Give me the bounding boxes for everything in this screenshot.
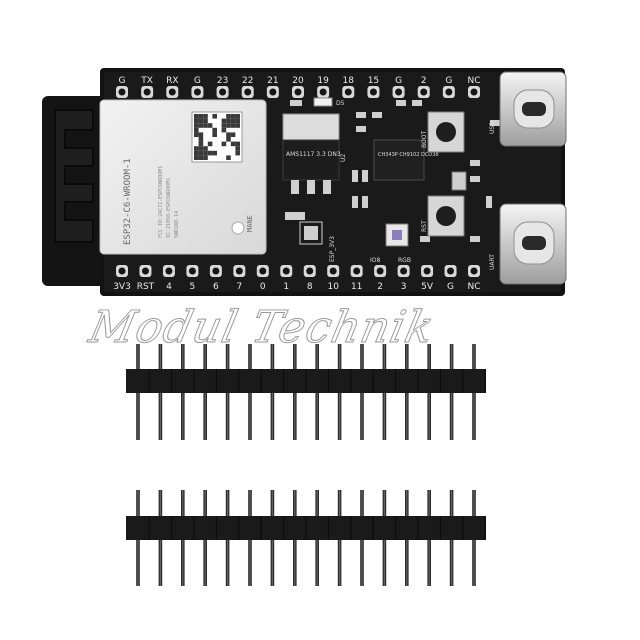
top-pin-hole xyxy=(369,88,377,96)
bottom-pin-label: RST xyxy=(137,282,155,292)
top-pin-hole xyxy=(470,88,478,96)
uart-chip-label: CH343P CH9102 DCD38 xyxy=(378,152,439,158)
u2-label: U2 xyxy=(340,154,347,162)
bottom-pin-hole xyxy=(165,267,173,275)
boot-label: BOOT xyxy=(421,131,428,148)
module-line-1: FCC ID:2AC7Z-ESPC6WROOM1 xyxy=(158,166,164,238)
top-pin-hole xyxy=(395,88,403,96)
bottom-pin-label: 11 xyxy=(351,282,362,292)
bottom-pin-hole xyxy=(400,267,408,275)
top-pin-label: 15 xyxy=(368,76,379,86)
top-pin-hole xyxy=(294,88,302,96)
usb-uart-chip: CH343P CH9102 DCD38 xyxy=(373,139,439,181)
top-pin-label: TX xyxy=(140,76,153,86)
bottom-pin-hole xyxy=(235,267,243,275)
reset-button: RST xyxy=(421,195,465,237)
bottom-pin-label: 2 xyxy=(377,282,383,292)
top-pin-hole xyxy=(118,88,126,96)
rgb-led: RGB IO8 xyxy=(370,223,411,264)
top-pin-row: G TX RX G 23 22 21 20 19 18 15 G 2 G NC xyxy=(116,76,481,98)
top-pin-label: 21 xyxy=(267,76,278,86)
bottom-pin-hole xyxy=(423,267,431,275)
bottom-pin-hole xyxy=(118,267,126,275)
bottom-pin-hole xyxy=(306,267,314,275)
module-line-3: SWR1N8-14 xyxy=(174,211,180,238)
bottom-pin-label: 1 xyxy=(283,282,289,292)
bottom-pin-hole xyxy=(188,267,196,275)
bottom-pin-label: 8 xyxy=(307,282,313,292)
bottom-pin-label: 4 xyxy=(166,282,172,292)
bottom-pin-label: NC xyxy=(467,282,480,292)
bottom-pin-hole xyxy=(259,267,267,275)
module-line-2: IC:21098-ESPC6WROOM1 xyxy=(166,178,172,238)
pin-header-strip-1 xyxy=(126,344,486,440)
module-brand-label: MANE xyxy=(246,215,254,232)
top-pin-hole xyxy=(269,88,277,96)
bottom-pin-label: 3 xyxy=(401,282,407,292)
top-pin-hole xyxy=(143,88,151,96)
esp-3v3-label: ESP_3V3 xyxy=(329,236,336,262)
top-pin-hole xyxy=(168,88,176,96)
top-pin-label: G xyxy=(395,76,402,86)
usb-c-connector-bottom: UART xyxy=(489,203,567,285)
top-pin-hole xyxy=(319,88,327,96)
pin-header-strip-2 xyxy=(126,490,486,586)
io8-label: IO8 xyxy=(370,257,380,264)
top-pin-label: 23 xyxy=(217,76,228,86)
top-pin-label: G xyxy=(445,76,452,86)
top-pin-label: NC xyxy=(467,76,480,86)
usb-label: USB xyxy=(489,122,496,134)
bottom-pin-hole xyxy=(212,267,220,275)
regulator-label: AMS1117 3.3 DN3 xyxy=(286,151,341,158)
voltage-regulator: AMS1117 3.3 DN3 U2 xyxy=(282,113,347,194)
bottom-pin-label: 10 xyxy=(327,282,339,292)
top-pin-hole xyxy=(344,88,352,96)
bottom-pin-hole xyxy=(376,267,384,275)
watermark-text: Modul Technik xyxy=(84,302,439,352)
esp-3v3-jumper: ESP_3V3 xyxy=(299,221,336,262)
rgb-label: RGB xyxy=(398,257,411,264)
esp32-module: ESP32-C6-WROOM-1 MANE FCC ID:2AC7Z-ESPC6… xyxy=(99,99,267,255)
uart-label: UART xyxy=(489,254,496,270)
top-pin-label: 20 xyxy=(292,76,304,86)
top-pin-label: G xyxy=(119,76,126,86)
bottom-pin-row: 3V3 RST 4 5 6 7 0 1 8 10 11 2 3 5V G NC xyxy=(113,265,481,292)
top-pin-label: 18 xyxy=(343,76,355,86)
qr-code xyxy=(194,114,240,160)
bottom-pin-label: G xyxy=(447,282,454,292)
top-pin-label: 19 xyxy=(317,76,329,86)
top-pin-label: G xyxy=(194,76,201,86)
top-pin-hole xyxy=(420,88,428,96)
bottom-pin-hole xyxy=(329,267,337,275)
bottom-pin-hole xyxy=(447,267,455,275)
bottom-pin-hole xyxy=(470,267,478,275)
bottom-pin-label: 5V xyxy=(421,282,434,292)
bottom-pin-label: 7 xyxy=(236,282,242,292)
top-pin-label: RX xyxy=(166,76,178,86)
top-pin-label: 22 xyxy=(242,76,253,86)
bottom-pin-label: 5 xyxy=(190,282,196,292)
top-pin-label: 2 xyxy=(421,76,427,86)
module-name-label: ESP32-C6-WROOM-1 xyxy=(123,158,133,245)
top-pin-hole xyxy=(193,88,201,96)
d5-label: D5 xyxy=(336,100,345,107)
boot-button: BOOT xyxy=(421,111,465,153)
antenna-area xyxy=(42,96,108,286)
top-pin-hole xyxy=(244,88,252,96)
top-pin-hole xyxy=(445,88,453,96)
smd-components: D5 xyxy=(285,97,500,242)
top-pin-hole xyxy=(219,88,227,96)
usb-c-connector-top: USB xyxy=(489,71,567,147)
bottom-pin-label: 3V3 xyxy=(113,282,131,292)
bottom-pin-hole xyxy=(353,267,361,275)
bottom-pin-label: 6 xyxy=(213,282,219,292)
bottom-pin-hole xyxy=(141,267,149,275)
bottom-pin-hole xyxy=(282,267,290,275)
rst-label: RST xyxy=(421,220,428,232)
bottom-pin-label: 0 xyxy=(260,282,266,292)
